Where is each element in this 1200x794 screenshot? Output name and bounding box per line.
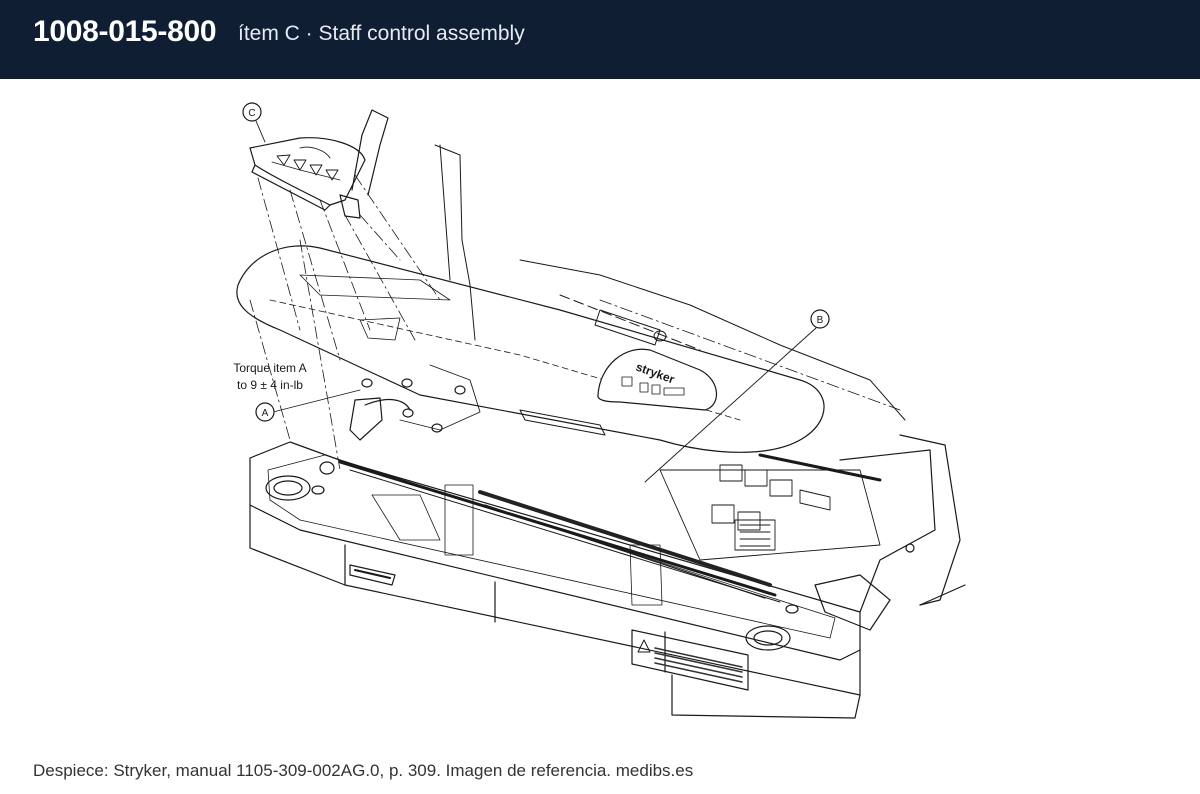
exploded-parts-drawing: stryker <box>233 102 966 719</box>
callout-b: B <box>810 309 830 329</box>
torque-note-line1: Torque item A <box>233 361 306 375</box>
leader-lines <box>255 120 817 483</box>
page-subtitle: ítem C · Staff control assembly <box>238 22 525 45</box>
upper-rail <box>338 460 781 603</box>
part-number: 1008-015-800 <box>33 15 217 48</box>
staff-control-pendant <box>249 109 389 219</box>
fasteners <box>349 378 466 441</box>
circuit-board <box>659 453 882 561</box>
brand-badge: stryker <box>597 348 718 411</box>
callout-c: C <box>242 102 262 122</box>
callout-c-label: C <box>248 108 255 119</box>
torque-note: Torque item A to 9 ± 4 in-lb <box>233 361 306 392</box>
cup-holder-left <box>265 475 325 501</box>
base-housing <box>249 441 861 719</box>
callout-a: A <box>255 402 275 422</box>
base-details <box>319 461 663 606</box>
projection-lines <box>249 174 901 471</box>
upper-frame-outline <box>399 144 906 436</box>
torque-note-line2: to 9 ± 4 in-lb <box>237 378 303 392</box>
right-frame <box>814 434 966 631</box>
header-bar: 1008-015-800 ítem C · Staff control asse… <box>0 0 1200 79</box>
cup-holder-right <box>745 604 799 651</box>
warning-label <box>631 629 749 691</box>
callout-b-label: B <box>817 315 824 326</box>
source-caption: Despiece: Stryker, manual 1105-309-002AG… <box>33 761 694 780</box>
callout-a-label: A <box>262 408 269 419</box>
